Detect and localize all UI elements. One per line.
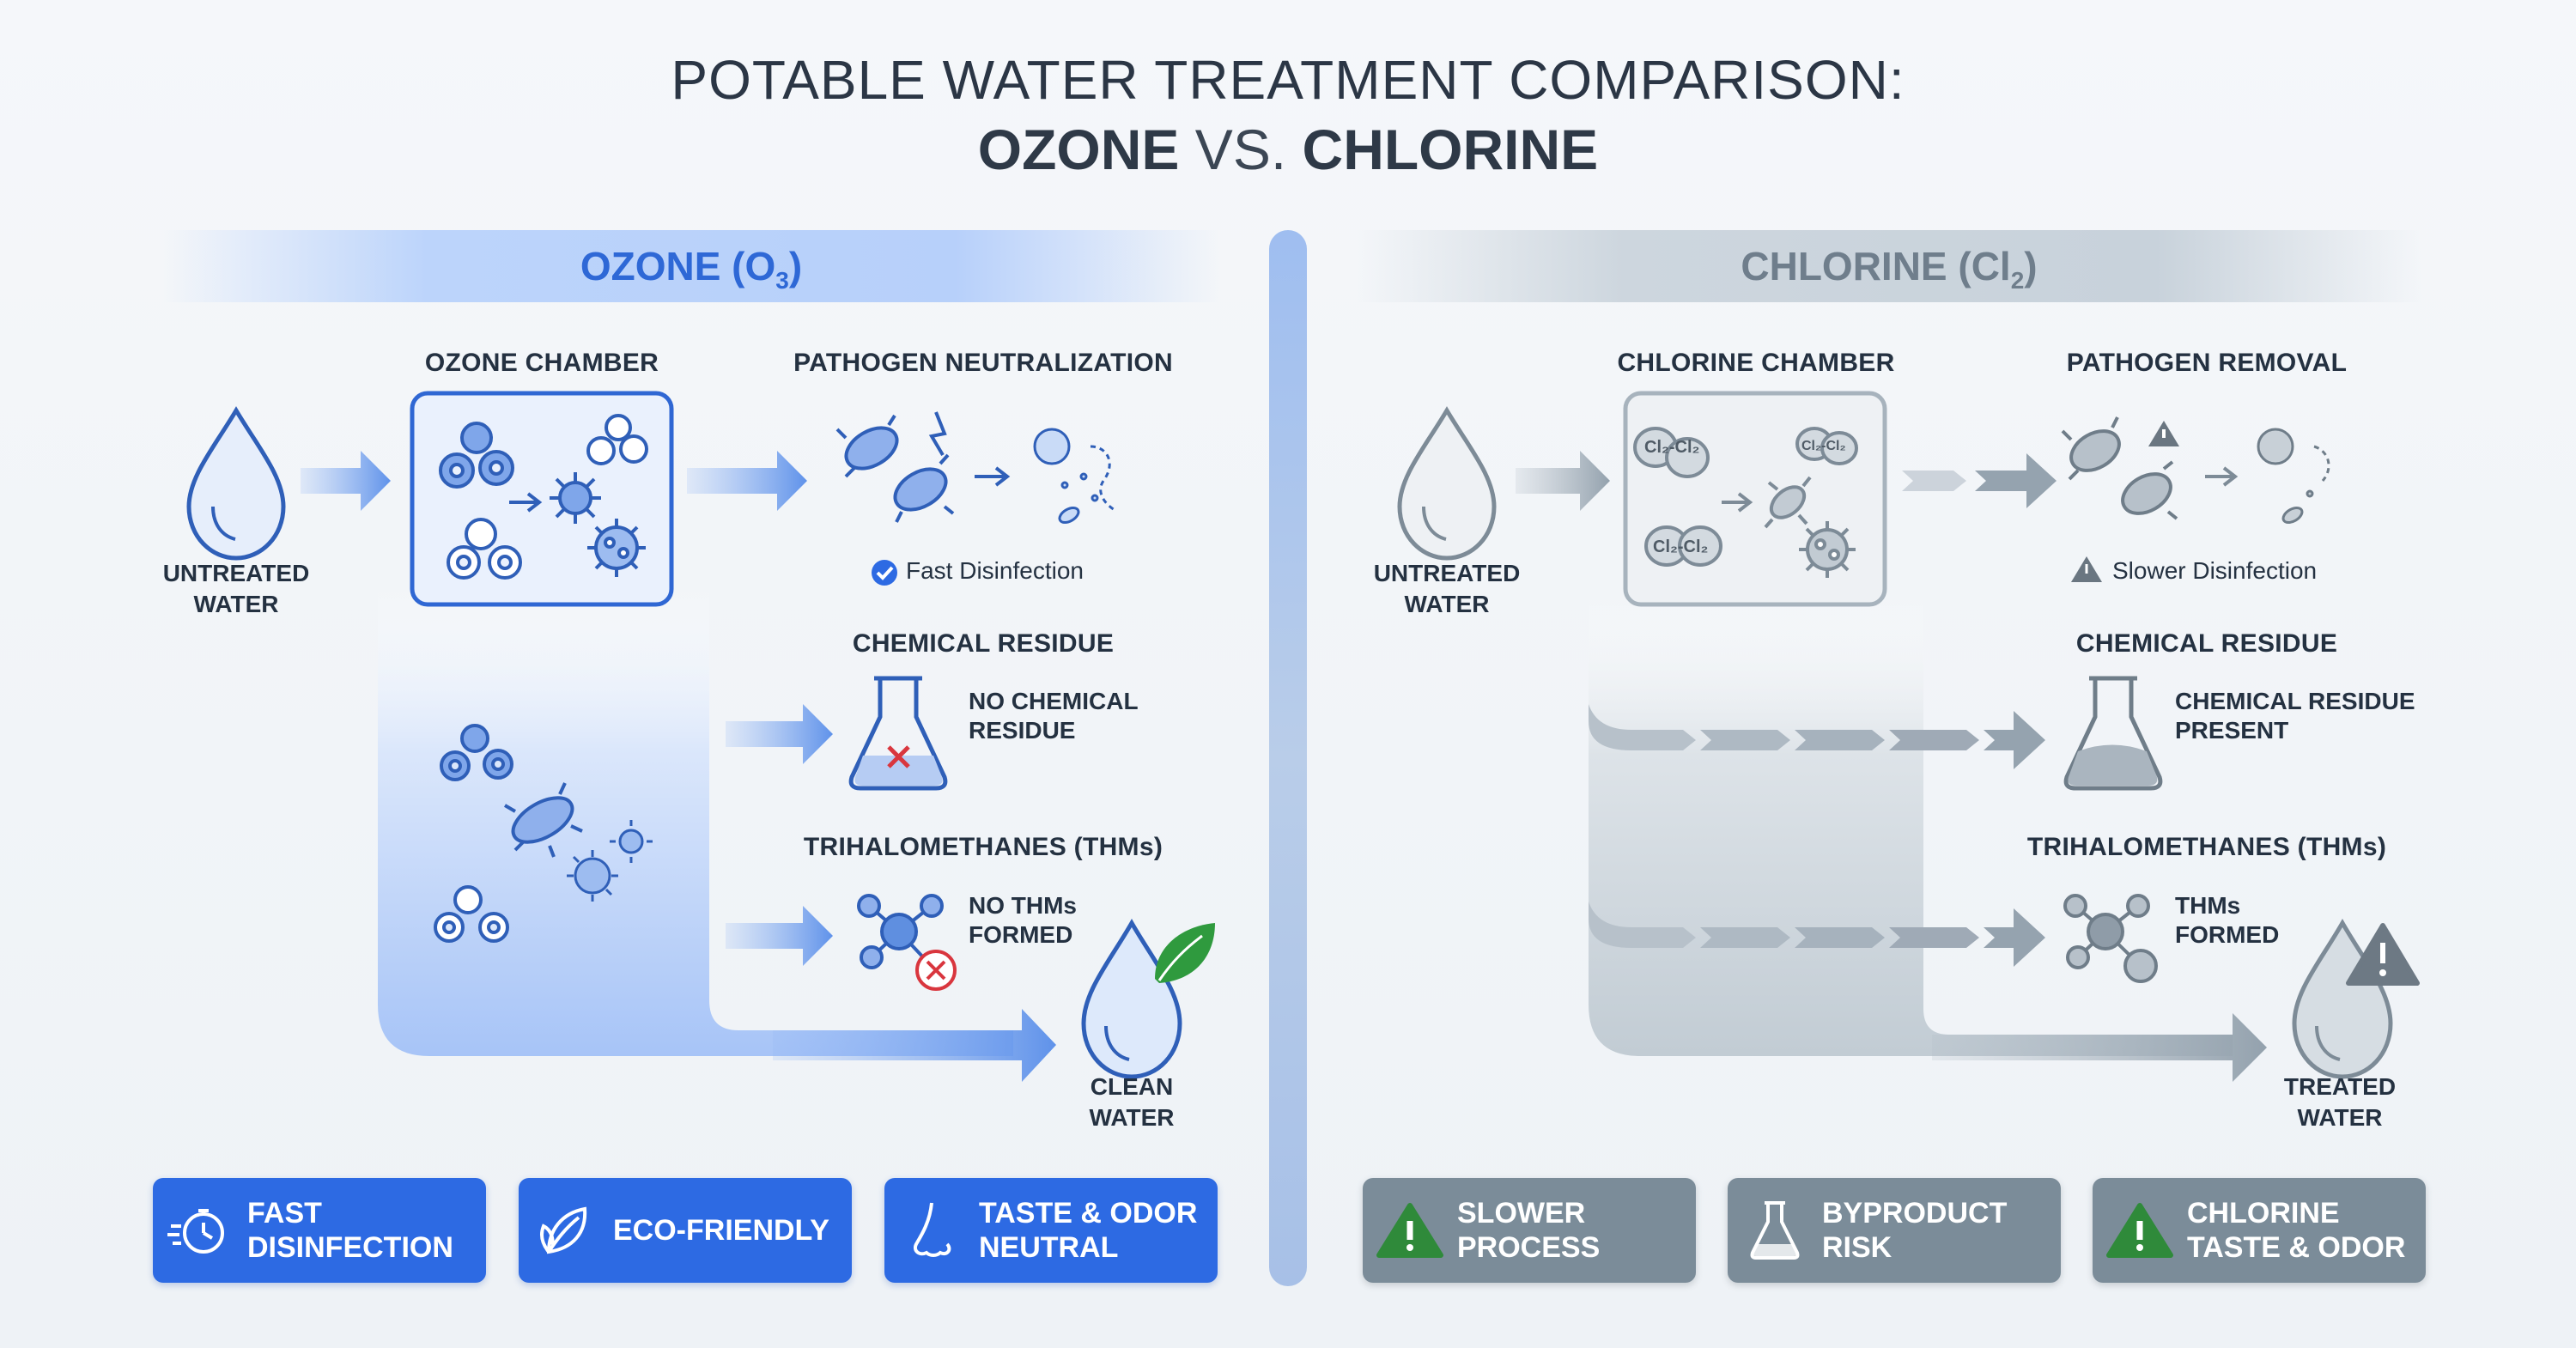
chlorine-molecule-label: Cl₂-Cl₂ (1653, 537, 1708, 556)
page-subtitle: OZONE VS. CHLORINE (0, 117, 2576, 182)
ozone-thm-note: NO THMs FORMED (969, 892, 1077, 948)
title-vs: VS. (1179, 118, 1303, 181)
ozone-header-banner: OZONE (O3) (163, 230, 1219, 302)
title-ozone: OZONE (977, 118, 1180, 181)
ozone-flow-region (378, 584, 1013, 1056)
bacteria-icon (550, 472, 601, 524)
chlorine-untreated-water-label: UNTREATED WATER (1373, 560, 1521, 617)
ozone-residue-label: CHEMICAL RESIDUE (852, 629, 1115, 658)
water-drop-icon (1397, 406, 1497, 561)
ozone-molecule-icon (586, 414, 648, 465)
ozone-molecule-icon (440, 724, 513, 781)
check-icon (872, 560, 897, 586)
ozone-chamber-label: OZONE CHAMBER (424, 349, 659, 377)
ozone-molecule-icon (447, 518, 522, 580)
warning-icon (2093, 1178, 2187, 1283)
slower-process-badge: SLOWER PROCESS (1363, 1178, 1696, 1283)
ozone-untreated-water-label: UNTREATED WATER (162, 560, 310, 617)
bacteria-icon (2061, 416, 2178, 520)
virus-icon (1799, 521, 1856, 578)
ozone-arrows (301, 451, 1056, 1082)
molecule-icon (857, 894, 944, 969)
water-drop-icon (186, 406, 286, 561)
taste-odor-neutral-badge: TASTE & ODOR NEUTRAL (884, 1178, 1218, 1283)
chlorine-residue-note: CHEMICAL RESIDUE PRESENT (2175, 688, 2415, 744)
nose-icon (884, 1178, 979, 1283)
ozone-molecule-icon (434, 885, 509, 943)
chlorine-thm-note: THMs FORMED (2175, 892, 2280, 948)
fast-disinfection-badge: FAST DISINFECTION (153, 1178, 486, 1283)
byproduct-risk-badge: BYPRODUCT RISK (1728, 1178, 2061, 1283)
chlorine-header: CHLORINE (Cl2) (1741, 244, 2038, 294)
leaf-icon (519, 1178, 613, 1283)
neutralized-virus-icon (1033, 428, 1117, 525)
warning-icon (1363, 1178, 1457, 1283)
virus-icon (567, 850, 618, 902)
ozone-header: OZONE (O3) (580, 244, 803, 294)
chlorine-output-label: TREATED WATER (2283, 1073, 2397, 1131)
ozone-output-label: CLEAN WATER (1089, 1073, 1175, 1131)
chlorine-header-banner: CHLORINE (Cl2) (1357, 230, 2421, 302)
x-mark-icon (887, 745, 910, 768)
virus-icon (610, 820, 653, 863)
badge-label: SLOWER PROCESS (1457, 1197, 1601, 1264)
ozone-residue-note: NO CHEMICAL RESIDUE (969, 688, 1139, 744)
ozone-molecule-icon (439, 422, 514, 489)
chlorine-chamber-box (1623, 391, 1887, 607)
molecule-icon (2063, 894, 2158, 983)
ozone-thm-label: TRIHALOMETHANES (THMs) (803, 833, 1163, 861)
chlorine-arrows (1516, 451, 2267, 1082)
eco-friendly-badge: ECO-FRIENDLY (519, 1178, 852, 1283)
chlorine-thm-label: TRIHALOMETHANES (THMs) (2026, 833, 2387, 861)
chlorine-residue-label: CHEMICAL RESIDUE (2075, 629, 2338, 658)
badge-label: CHLORINE TASTE & ODOR (2187, 1197, 2406, 1264)
bacteria-icon (1764, 476, 1812, 529)
badge-label: BYPRODUCT RISK (1822, 1197, 2008, 1264)
chlorine-molecule-icon (1633, 427, 1858, 567)
chlorine-chamber-label: CHLORINE CHAMBER (1617, 349, 1895, 377)
badge-label: FAST DISINFECTION (247, 1197, 453, 1264)
center-divider (1269, 230, 1307, 1286)
chlorine-molecule-label: Cl₂-Cl₂ (1801, 439, 1846, 453)
virus-icon (2257, 428, 2330, 525)
chlorine-molecule-label: Cl₂-Cl₂ (1644, 438, 1699, 457)
badge-label: TASTE & ODOR NEUTRAL (979, 1197, 1198, 1264)
chlorine-pathogen-note: Slower Disinfection (2112, 557, 2318, 584)
stopwatch-icon (153, 1178, 247, 1283)
bacteria-icon (835, 411, 955, 523)
badge-label: ECO-FRIENDLY (613, 1214, 829, 1247)
chlorine-taste-odor-badge: CHLORINE TASTE & ODOR (2093, 1178, 2426, 1283)
bacteria-icon (503, 782, 583, 858)
virus-icon (587, 519, 646, 577)
title-chlorine: CHLORINE (1302, 118, 1599, 181)
page-title: POTABLE WATER TREATMENT COMPARISON: (671, 49, 1905, 111)
chlorine-pathogen-label: PATHOGEN REMOVAL (2066, 349, 2348, 377)
flask-icon (848, 676, 948, 791)
chlorine-flow-region (1589, 592, 2233, 1056)
flask-icon (2063, 676, 2163, 791)
flask-icon (1728, 1178, 1822, 1283)
ozone-pathogen-note: Fast Disinfection (906, 557, 1084, 584)
ozone-pathogen-label: PATHOGEN NEUTRALIZATION (793, 349, 1173, 377)
